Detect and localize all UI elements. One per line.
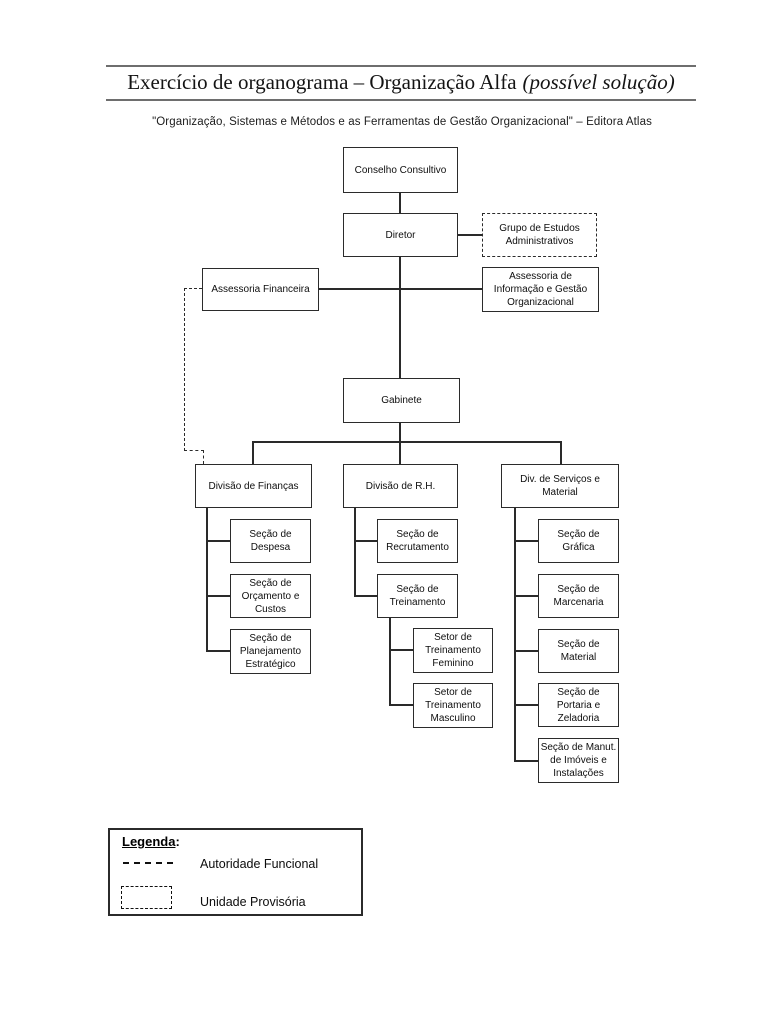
- functional-authority-line: [184, 288, 202, 289]
- org-node-setor-treinamento-masculino: Setor de Treinamento Masculino: [413, 683, 493, 728]
- connector-stub: [354, 595, 377, 597]
- org-node-secao-recrutamento: Seção de Recrutamento: [377, 519, 458, 563]
- legend-label-autoridade-funcional: Autoridade Funcional: [200, 857, 319, 871]
- connector-stub: [514, 595, 538, 597]
- org-node-diretor: Diretor: [343, 213, 458, 257]
- legend-heading-text: Legenda: [122, 834, 176, 849]
- connector-stub: [514, 704, 538, 706]
- title-rule-bottom: [106, 99, 696, 101]
- connector-conselho-diretor: [399, 193, 401, 213]
- connector-stub: [514, 650, 538, 652]
- page-title-italic: (possível solução): [522, 70, 675, 94]
- connector-diretor-gabinete: [399, 257, 401, 378]
- org-node-divisao-servicos-material: Div. de Serviços e Material: [501, 464, 619, 508]
- functional-authority-line: [203, 450, 204, 464]
- org-node-setor-treinamento-feminino: Setor de Treinamento Feminino: [413, 628, 493, 673]
- connector-stub: [206, 540, 230, 542]
- connector-diretor-grupo: [458, 234, 483, 236]
- org-node-secao-marcenaria: Seção de Marcenaria: [538, 574, 619, 618]
- org-node-secao-treinamento: Seção de Treinamento: [377, 574, 458, 618]
- dashed-box-symbol: [121, 886, 172, 909]
- connector-assessorias: [319, 288, 483, 290]
- legend-heading-colon: :: [175, 834, 180, 849]
- connector-financas-spine: [206, 508, 208, 652]
- connector-stub: [206, 595, 230, 597]
- legend-heading: Legenda:: [122, 834, 180, 849]
- connector-servicos-spine: [514, 508, 516, 762]
- title-block: Exercício de organograma – Organização A…: [106, 65, 696, 101]
- org-node-secao-manutencao: Seção de Manut. de Imóveis e Instalações: [538, 738, 619, 783]
- functional-authority-line: [184, 450, 204, 451]
- page-title: Exercício de organograma – Organização A…: [106, 67, 696, 99]
- org-node-conselho-consultivo: Conselho Consultivo: [343, 147, 458, 193]
- org-node-grupo-estudos-administrativos: Grupo de Estudos Administrativos: [482, 213, 597, 257]
- org-node-assessoria-informacao: Assessoria de Informação e Gestão Organi…: [482, 267, 599, 312]
- title-rule-top: [106, 65, 696, 67]
- org-node-divisao-financas: Divisão de Finanças: [195, 464, 312, 508]
- org-node-secao-grafica: Seção de Gráfica: [538, 519, 619, 563]
- connector-stub: [514, 540, 538, 542]
- dashed-line-symbol: [123, 862, 173, 864]
- org-node-secao-despesa: Seção de Despesa: [230, 519, 311, 563]
- connector-stub: [206, 650, 230, 652]
- legend-label-unidade-provisoria: Unidade Provisória: [200, 895, 306, 909]
- functional-authority-line: [184, 288, 185, 451]
- connector-bar-div-servicos: [560, 441, 562, 464]
- legend-box: Legenda: Autoridade Funcional Unidade Pr…: [108, 828, 363, 916]
- org-node-secao-planejamento-estrategico: Seção de Planejamento Estratégico: [230, 629, 311, 674]
- connector-bar-div-financas: [252, 441, 254, 464]
- org-node-assessoria-financeira: Assessoria Financeira: [202, 268, 319, 311]
- org-node-divisao-rh: Divisão de R.H.: [343, 464, 458, 508]
- connector-bar-div-rh: [399, 441, 401, 464]
- connector-stub: [389, 649, 413, 651]
- subtitle: "Organização, Sistemas e Métodos e as Fe…: [152, 116, 652, 128]
- connector-gabinete-bar: [399, 423, 401, 441]
- org-node-secao-portaria-zeladoria: Seção de Portaria e Zeladoria: [538, 683, 619, 727]
- connector-treinamento-spine: [389, 618, 391, 706]
- org-node-secao-material: Seção de Material: [538, 629, 619, 673]
- page-title-main: Exercício de organograma – Organização A…: [127, 70, 517, 94]
- connector-stub: [354, 540, 377, 542]
- connector-divisions-bar: [252, 441, 562, 443]
- connector-stub: [514, 760, 538, 762]
- connector-rh-spine: [354, 508, 356, 597]
- org-node-gabinete: Gabinete: [343, 378, 460, 423]
- connector-stub: [389, 704, 413, 706]
- org-node-secao-orcamento-custos: Seção de Orçamento e Custos: [230, 574, 311, 618]
